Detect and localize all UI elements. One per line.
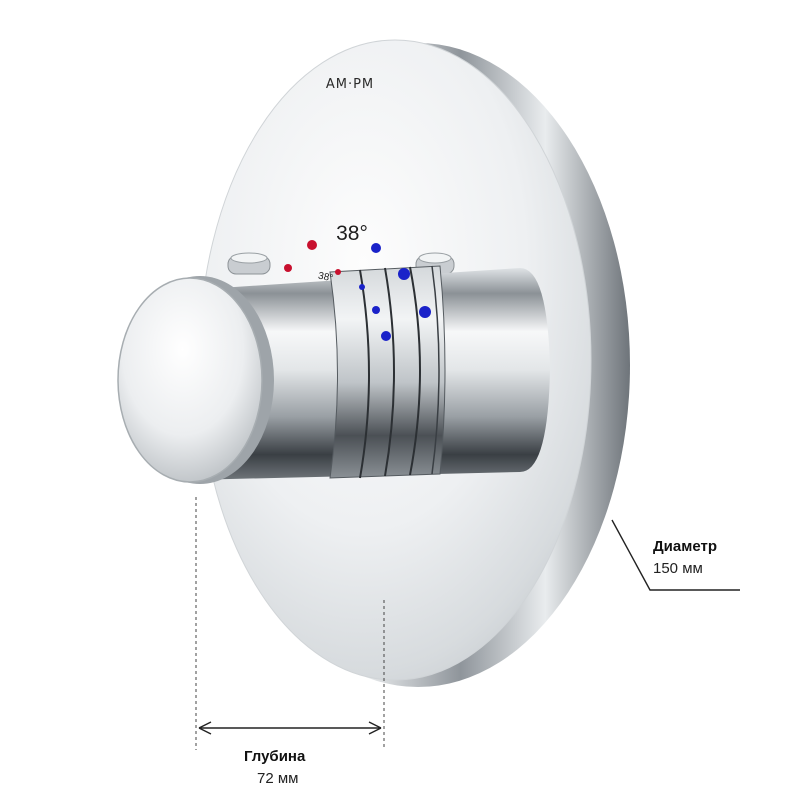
brand-logo: AM·PM <box>325 77 375 92</box>
diameter-value: 150 мм <box>653 560 703 577</box>
depth-arrow-right <box>368 721 382 735</box>
hot-scale-dot <box>335 269 341 275</box>
depth-value: 72 мм <box>257 770 299 787</box>
cold-scale-dot <box>359 284 365 290</box>
diameter-title: Диаметр <box>653 538 717 555</box>
depth-arrow-left <box>198 721 212 735</box>
cold-scale-dot <box>419 306 431 318</box>
hot-indicator-dot <box>307 240 317 250</box>
diameter-leader-line <box>611 519 740 591</box>
cold-indicator-dot <box>371 243 381 253</box>
handle-end-cap <box>117 277 263 483</box>
cold-scale-dot <box>381 331 391 341</box>
depth-title: Глубина <box>244 748 306 765</box>
hot-indicator-dot <box>284 264 292 272</box>
cold-scale-dot <box>372 306 380 314</box>
left-stop-button <box>227 252 271 275</box>
temperature-label: 38° <box>336 222 368 245</box>
cold-scale-dot <box>398 268 410 280</box>
temperature-dial-ring <box>329 265 446 479</box>
